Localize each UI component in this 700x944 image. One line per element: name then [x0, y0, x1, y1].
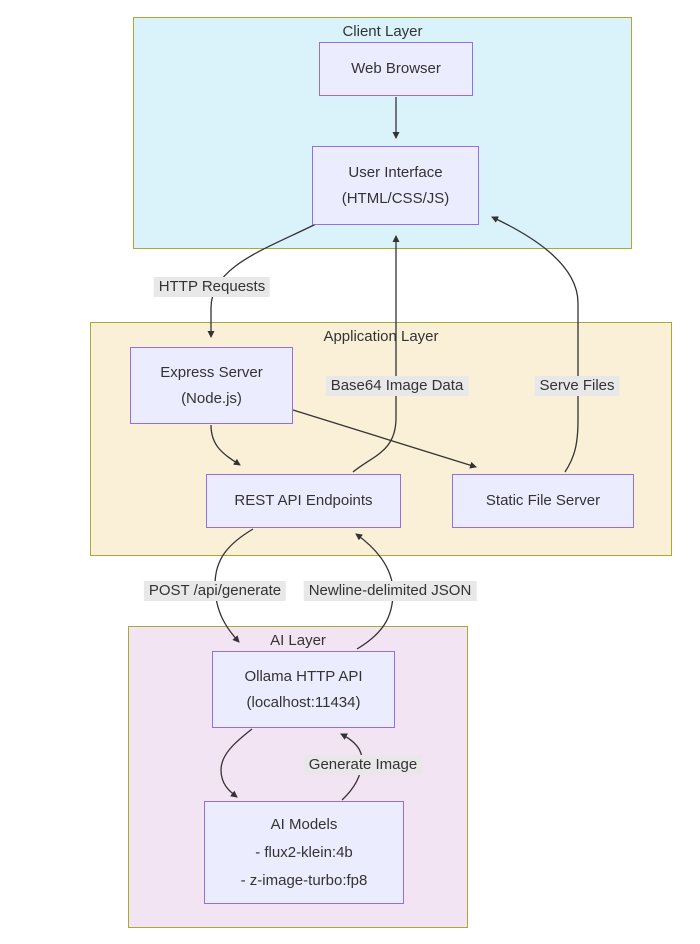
node-web-browser: Web Browser: [319, 42, 473, 96]
node-express-server-label-line1: Express Server: [160, 363, 263, 381]
edge-static-file-server-to-user-interface: [491, 216, 579, 473]
edge-rest-api-to-user-interface: [352, 235, 400, 473]
node-express-server: Express Server (Node.js): [130, 347, 293, 424]
node-static-file-server: Static File Server: [452, 474, 634, 528]
cluster-ai-layer-title: AI Layer: [270, 632, 326, 649]
edge-label-base64-image-data: Base64 Image Data: [325, 376, 469, 396]
cluster-application-layer-title: Application Layer: [323, 328, 439, 345]
node-user-interface-label-line1: User Interface: [348, 163, 443, 181]
node-static-file-server-label: Static File Server: [485, 492, 601, 509]
node-ollama-http-api-label-line2: (localhost:11434): [246, 693, 361, 711]
edge-ollama-to-ai-models: [220, 728, 253, 798]
node-ai-models-label-line2: - flux2-klein:4b: [255, 843, 353, 861]
edge-label-post-api-generate: POST /api/generate: [143, 581, 287, 601]
node-rest-api-endpoints: REST API Endpoints: [206, 474, 401, 528]
edge-express-server-to-rest-api: [210, 424, 241, 466]
node-ai-models-label-line3: - z-image-turbo:fp8: [240, 871, 368, 889]
node-web-browser-label: Web Browser: [351, 60, 441, 77]
cluster-client-layer-title: Client Layer: [342, 23, 423, 40]
node-user-interface: User Interface (HTML/CSS/JS): [312, 146, 479, 225]
node-ai-models: AI Models - flux2-klein:4b - z-image-tur…: [204, 801, 404, 904]
edge-label-serve-files: Serve Files: [534, 376, 620, 396]
node-user-interface-label-line2: (HTML/CSS/JS): [341, 189, 450, 207]
edge-label-newline-delimited-json: Newline-delimited JSON: [303, 581, 477, 601]
edge-user-interface-to-express-server: [207, 222, 319, 338]
node-rest-api-endpoints-label: REST API Endpoints: [234, 492, 373, 509]
edge-express-server-to-static-file-server: [292, 409, 477, 469]
node-express-server-label-line2: (Node.js): [181, 389, 242, 407]
node-ai-models-label-line1: AI Models: [270, 815, 338, 833]
node-ollama-http-api: Ollama HTTP API (localhost:11434): [212, 651, 395, 728]
node-ollama-http-api-label-line1: Ollama HTTP API: [244, 667, 363, 685]
edge-label-generate-image: Generate Image: [303, 755, 423, 775]
edge-label-http-requests: HTTP Requests: [153, 277, 271, 297]
